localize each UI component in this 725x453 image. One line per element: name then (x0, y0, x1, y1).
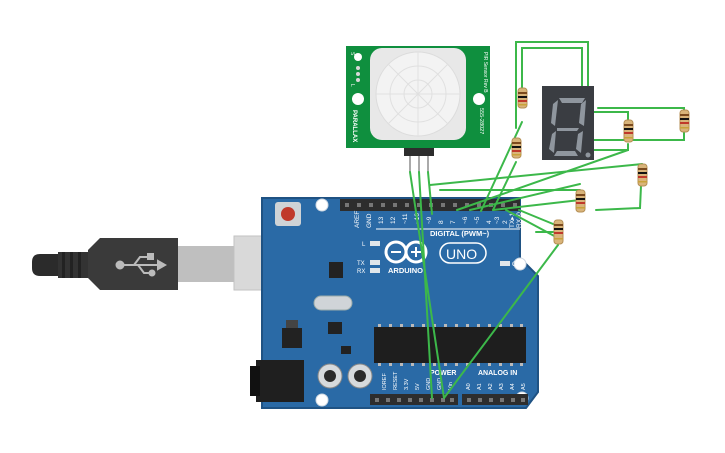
analog-pin-a2: A2 (488, 383, 494, 390)
resistor-3[interactable] (623, 119, 634, 143)
analog-label: ANALOG IN (478, 370, 517, 377)
transistor (341, 346, 351, 354)
pin-label-11: ~11 (402, 213, 409, 224)
arduino-logo: ARDUINO UNO (384, 240, 487, 275)
analog-header[interactable] (462, 394, 528, 405)
pin-label-2: 2 (502, 220, 509, 224)
digital-label: DIGITAL (PWM~) (430, 229, 490, 238)
pir-jumper-l: L (349, 84, 355, 87)
resistor-4[interactable] (679, 109, 690, 133)
brand-label: ARDUINO (388, 266, 423, 275)
analog-pin-a1: A1 (477, 383, 483, 390)
pir-part-number: 555-28027 (478, 108, 484, 134)
power-pin-gnd1: GND (426, 378, 432, 390)
pin-label-aref: AREF (354, 211, 361, 228)
capacitors (317, 363, 373, 389)
pin-label-8: 8 (438, 220, 445, 224)
pir-jumper (356, 66, 360, 82)
power-pin-gnd2: GND (437, 378, 443, 390)
pin-label-gnd: GND (366, 213, 373, 228)
reset-button[interactable] (275, 202, 301, 226)
usb-icon (115, 253, 168, 277)
power-pin-reset: RESET (393, 371, 399, 390)
usb-cable[interactable] (32, 235, 299, 291)
analog-pin-a0: A0 (466, 383, 472, 390)
pin-label-12: 12 (390, 216, 397, 224)
pin-label-5: ~5 (474, 216, 481, 224)
pin-label-1: TX▸1 (509, 212, 516, 228)
led-tx-label: TX (357, 261, 365, 267)
led-l-label: L (362, 242, 366, 248)
led-rx-label: RX (357, 269, 365, 275)
pir-jumper-s: S (349, 52, 355, 56)
small-chip (328, 322, 342, 334)
power-pin-3v3: 3.3V (404, 378, 410, 390)
segment-digit (549, 98, 591, 158)
pin-label-4: 4 (486, 220, 493, 224)
power-jack[interactable] (250, 360, 304, 402)
resistor-5[interactable] (637, 163, 648, 187)
voltage-regulator (282, 328, 302, 348)
pin-label-3: ~3 (494, 216, 501, 224)
resistor-6[interactable] (575, 189, 586, 213)
analog-pin-a5: A5 (521, 383, 527, 390)
seven-segment-display[interactable]: 8 (0, 0, 594, 160)
resistor-2[interactable] (511, 137, 522, 159)
resistor-7[interactable] (553, 219, 564, 245)
pin-label-6: ~6 (462, 216, 469, 224)
on-label: ON (512, 262, 521, 268)
pin-label-7: 7 (450, 220, 457, 224)
analog-pin-a3: A3 (499, 383, 505, 390)
pin-label-9: ~9 (426, 216, 433, 224)
pir-sensor[interactable]: S L PARALLAX PIR Sensor Rev B 555-28027 (346, 46, 490, 172)
arduino-uno-board[interactable]: AREF GND 13 12 ~11 ~10 ~9 8 7 ~6 ~5 4 ~3… (250, 197, 539, 409)
power-header[interactable] (370, 394, 458, 405)
model-label: UNO (446, 246, 477, 262)
pir-brand: PARALLAX (351, 110, 357, 142)
wires (409, 41, 685, 399)
power-label: POWER (430, 370, 456, 377)
power-pin-5v: 5V (415, 383, 421, 390)
pir-model: PIR Sensor Rev B (482, 52, 488, 93)
power-pin-vin: Vin (448, 382, 454, 390)
atmega-chip (374, 324, 526, 366)
pin-label-13: 13 (378, 216, 385, 224)
resistor-1[interactable] (517, 87, 528, 109)
analog-pin-a4: A4 (510, 383, 516, 390)
pir-dome (370, 48, 466, 140)
usb-chip (329, 262, 343, 278)
crystal (313, 295, 353, 311)
onboard-leds: L TX RX ON (357, 241, 521, 275)
pin-label-0: RX◂0 (516, 212, 523, 228)
power-pin-ioref: IOREF (382, 373, 388, 390)
